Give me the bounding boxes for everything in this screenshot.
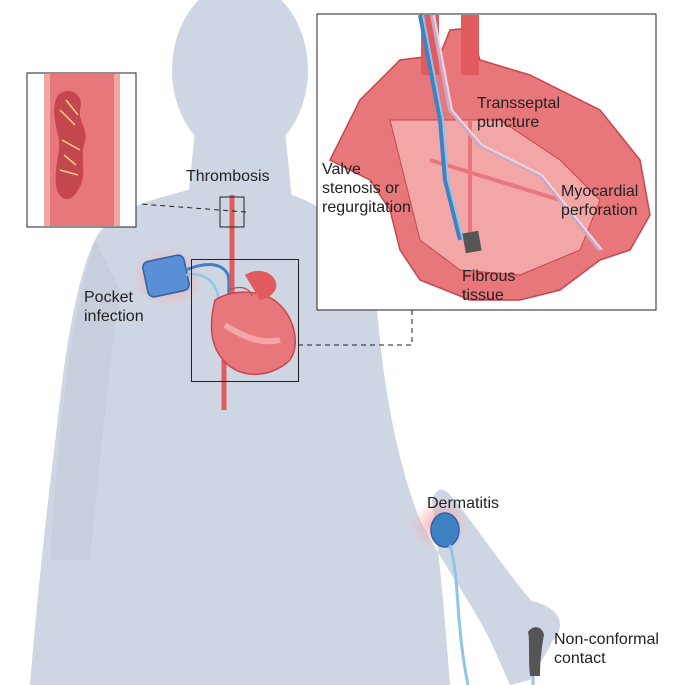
heart-inset — [316, 13, 657, 311]
heart-highlight-box — [191, 259, 299, 382]
label-pocket-infection: Pocket infection — [84, 289, 144, 325]
label-transseptal-puncture: Transseptal puncture — [477, 95, 560, 131]
label-myocardial-perforation: Myocardial perforation — [561, 183, 639, 219]
human-silhouette — [30, 0, 560, 685]
label-valve-stenosis: Valve stenosis or regurgitation — [322, 161, 411, 216]
small-heart — [210, 270, 296, 376]
pacemaker-device-icon — [142, 254, 190, 298]
label-non-conformal-contact: Non-conformal contact — [554, 631, 659, 667]
label-fibrous-tissue: Fibrous tissue — [462, 268, 516, 304]
thrombus-inset — [26, 72, 137, 228]
label-thrombosis: Thrombosis — [186, 168, 270, 185]
finger-clip-sensor-icon — [528, 627, 544, 685]
electrode-patch-icon — [430, 512, 470, 685]
label-dermatitis: Dermatitis — [427, 495, 500, 512]
